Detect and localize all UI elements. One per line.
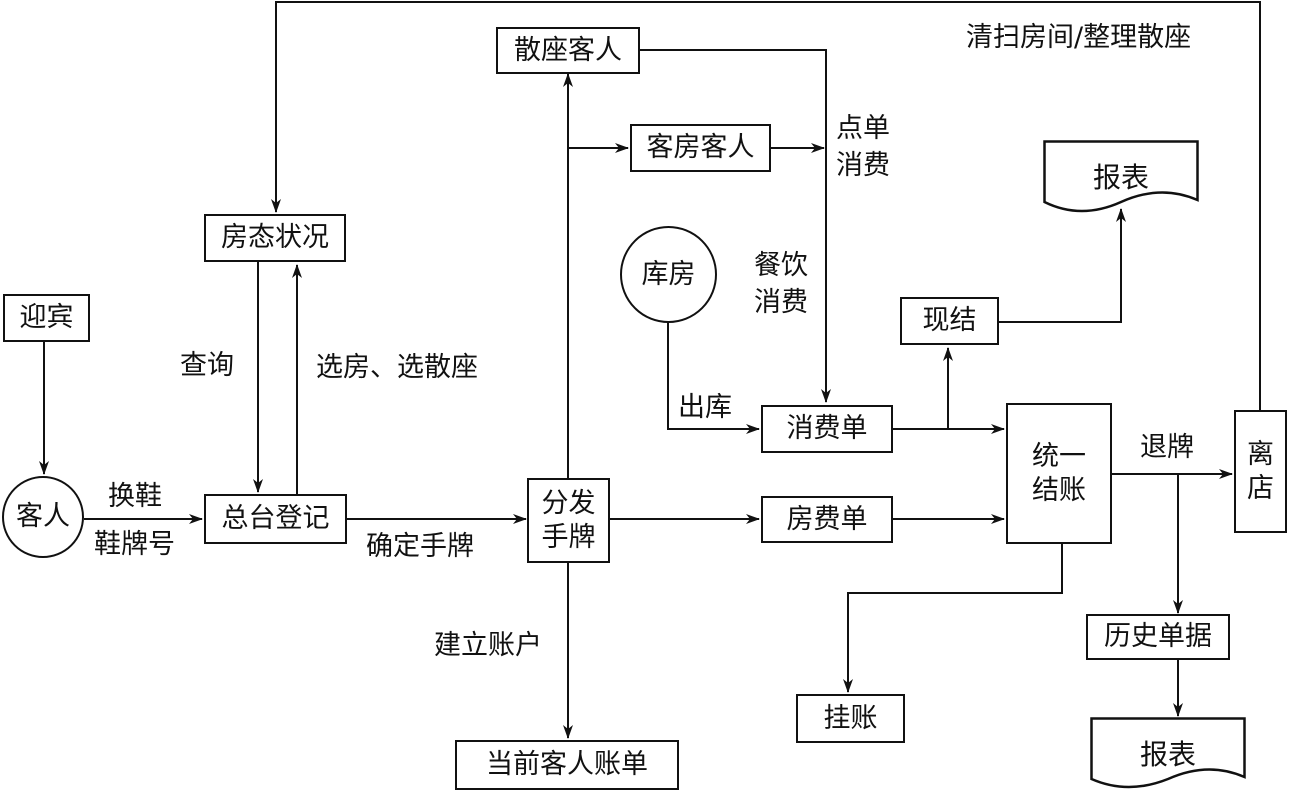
node-tongyi: 统一 结账 (1006, 403, 1112, 544)
node-fangfeidan-text: 房费单 (786, 503, 868, 535)
node-yingbin: 迎宾 (3, 294, 90, 342)
label-chuku: 出库 (678, 392, 732, 423)
node-baobiao-top: 报表 (1043, 140, 1199, 220)
node-sanzuo-text: 散座客人 (514, 34, 622, 66)
label-qingsao: 清扫房间/整理散座 (966, 22, 1192, 53)
node-zongtai-text: 总台登记 (221, 503, 330, 535)
node-tongyi-line1: 统一 (1032, 440, 1086, 472)
node-fenfa: 分发 手牌 (527, 478, 610, 563)
node-guazhang: 挂账 (796, 694, 905, 743)
label-huanxie: 换鞋 (108, 481, 162, 512)
document-shape-bottom (1090, 717, 1246, 789)
node-xianjie-text: 现结 (922, 305, 977, 337)
node-baobiao-bottom-text: 报表 (1139, 738, 1196, 771)
node-guazhang-text: 挂账 (823, 702, 878, 734)
label-tuipai: 退牌 (1140, 432, 1194, 463)
node-baobiao-top-text: 报表 (1092, 161, 1149, 194)
node-sanzuo: 散座客人 (496, 27, 640, 74)
node-kufang-text: 库房 (641, 258, 696, 290)
node-xiaofeidan-text: 消费单 (786, 413, 868, 445)
label-xiepaihao: 鞋牌号 (94, 529, 175, 560)
node-fangfeidan: 房费单 (761, 496, 893, 543)
node-dangqian: 当前客人账单 (455, 740, 679, 790)
node-xianjie: 现结 (900, 297, 999, 345)
document-shape-top (1043, 140, 1199, 213)
node-lidian: 离 店 (1234, 410, 1287, 533)
arrow-xianjie-baobiao (999, 208, 1126, 323)
node-fenfa-line2: 手牌 (541, 521, 596, 553)
node-lidian-line2: 店 (1247, 472, 1274, 504)
arrow-sanzuo-xiaofei (640, 49, 831, 403)
node-fangtai: 房态状况 (204, 214, 346, 262)
arrow-kufang-xiaofei (667, 318, 760, 434)
label-dian: 点单 (836, 113, 890, 144)
label-chaxun: 查询 (180, 350, 234, 381)
label-xiaofei1: 消费 (836, 150, 890, 181)
node-fangtai-text: 房态状况 (221, 222, 329, 254)
node-yingbin-text: 迎宾 (19, 302, 74, 334)
node-baobiao-bottom: 报表 (1090, 717, 1246, 796)
node-tongyi-line2: 结账 (1032, 474, 1086, 506)
label-xuanfang: 选房、选散座 (316, 352, 478, 383)
node-keren: 客人 (2, 476, 84, 558)
node-zongtai: 总台登记 (204, 494, 347, 544)
node-lidian-line1: 离 (1247, 438, 1274, 470)
label-xiaofei2: 消费 (754, 287, 808, 318)
node-dangqian-text: 当前客人账单 (486, 749, 648, 781)
label-canyin: 餐饮 (754, 250, 808, 281)
label-jianli: 建立账户 (434, 630, 542, 661)
label-queding: 确定手牌 (366, 531, 474, 562)
node-keren-text: 客人 (16, 501, 70, 533)
node-kufang: 库房 (620, 226, 717, 323)
node-kefang-text: 客房客人 (646, 132, 755, 164)
arrow-lidian-fangtai (271, 1, 1261, 410)
node-kefang: 客房客人 (630, 124, 771, 172)
node-lishi: 历史单据 (1086, 614, 1230, 660)
node-fenfa-line1: 分发 (541, 487, 596, 519)
node-lishi-text: 历史单据 (1104, 621, 1212, 653)
node-xiaofeidan: 消费单 (761, 405, 893, 453)
arrow-tongyi-guazhang (843, 544, 1063, 693)
